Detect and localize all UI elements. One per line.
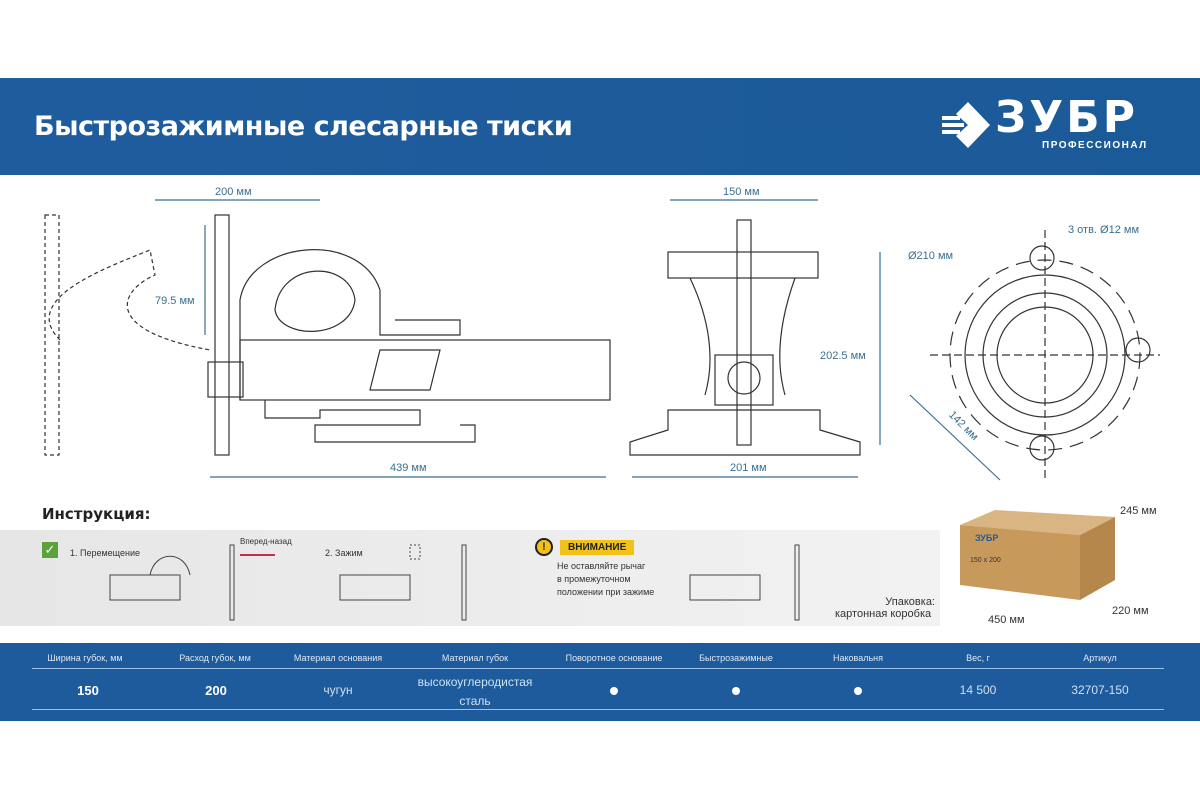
col-header: Быстрозажимные: [699, 653, 773, 663]
pkg-height: 245 мм: [1120, 505, 1157, 517]
col-header: Материал губок: [441, 653, 509, 663]
pkg-type: картонная коробка: [835, 608, 932, 620]
header-banner: Быстрозажимные слесарные тиски ЗУБР ПРОФ…: [0, 78, 1200, 175]
dim-base-dia: Ø210 мм: [908, 250, 954, 262]
warning-icon: !: [535, 538, 553, 556]
brand-logo: ЗУБР ПРОФЕССИОНАЛ: [940, 92, 1170, 156]
cell: чугун: [323, 683, 353, 697]
col-header: Наковальня: [832, 653, 884, 663]
warning-line: Не оставляйте рычаг: [557, 561, 646, 571]
cell: 200: [205, 683, 227, 698]
logo-brand: ЗУБР: [995, 92, 1138, 143]
check-icon: ✓: [42, 542, 58, 558]
cell: 32707-150: [1071, 683, 1129, 697]
instruction-title: Инструкция:: [42, 505, 151, 523]
side-view: [44, 199, 611, 478]
dim-height: 202.5 мм: [820, 350, 866, 362]
box-illustration: [960, 510, 1115, 600]
warning-text: Не оставляйте рычаг в промежуточном поло…: [557, 560, 654, 599]
instruction-illustrations: [109, 544, 800, 621]
warning-line: положении при зажиме: [557, 587, 655, 597]
technical-drawing: [44, 199, 1160, 481]
divider: [32, 668, 1164, 669]
dim-length: 439 мм: [390, 462, 427, 474]
yes-dot: [610, 687, 618, 695]
pkg-label: Упаковка:: [885, 596, 935, 608]
package-box: ЗУБР 150 х 200: [955, 505, 1115, 600]
spec-table: Ширина губок, мм Расход губок, мм Матери…: [0, 643, 1200, 721]
base-top-view: [909, 230, 1160, 481]
dim-base-width: 201 мм: [730, 462, 767, 474]
warning-line: в промежуточном: [557, 574, 631, 584]
pkg-width: 220 мм: [1112, 605, 1149, 617]
col-header: Вес, г: [966, 653, 990, 663]
cell: 150: [77, 683, 99, 698]
pkg-length: 450 мм: [988, 614, 1025, 626]
dim-holes: 3 отв. Ø12 мм: [1068, 224, 1140, 236]
step2-label: 2. Зажим: [325, 548, 363, 558]
cell: высокоуглеродистая сталь: [417, 675, 533, 708]
dim-jaw-width: 150 мм: [723, 186, 760, 198]
step1-label: 1. Перемещение: [70, 548, 140, 558]
instruction-strip: ✓ 1. Перемещение Вперед-назад 2. Зажим !…: [0, 530, 940, 626]
logo-sub: ПРОФЕССИОНАЛ: [1042, 140, 1148, 151]
direction-label: Вперед-назад: [240, 537, 292, 546]
col-header: Материал основания: [293, 653, 383, 663]
dim-jaw-height: 79.5 мм: [155, 295, 195, 307]
yes-dot: [854, 687, 862, 695]
page-title: Быстрозажимные слесарные тиски: [34, 111, 573, 142]
box-brand: ЗУБР: [975, 533, 999, 543]
col-header: Артикул: [1083, 653, 1117, 663]
front-view: [629, 199, 881, 478]
logo-icon: [942, 102, 990, 148]
col-header: Поворотное основание: [565, 653, 663, 663]
dim-jaw-travel: 200 мм: [215, 186, 252, 198]
divider: [32, 709, 1164, 710]
col-header: Ширина губок, мм: [47, 653, 123, 663]
warning-label: ВНИМАНИЕ: [560, 540, 635, 555]
cell: 14 500: [959, 683, 997, 697]
col-header: Расход губок, мм: [179, 653, 251, 663]
yes-dot: [732, 687, 740, 695]
box-size: 150 х 200: [970, 557, 1001, 564]
